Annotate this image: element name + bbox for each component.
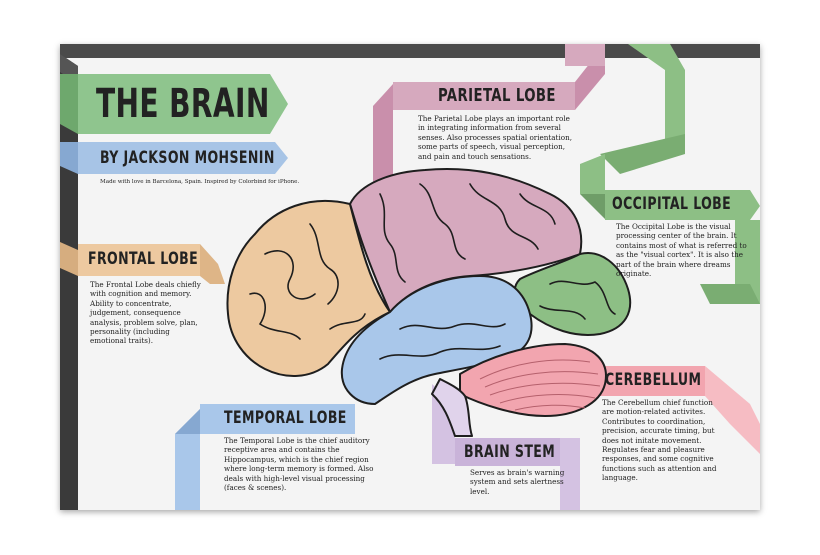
parietal-ribbon-top-fold xyxy=(565,44,605,66)
parietal-ribbon xyxy=(393,82,575,110)
occipital-lobe-heading: OCCIPITAL LOBE xyxy=(612,194,732,214)
frontal-ribbon xyxy=(78,244,200,276)
author-ribbon-fold xyxy=(60,142,78,174)
author-line: BY JACKSON MOHSENIN xyxy=(100,148,275,168)
cerebellum-description: The Cerebellum chief function are motion… xyxy=(602,398,717,483)
temporal-ribbon xyxy=(200,404,355,434)
cerebellum-striations xyxy=(479,359,601,411)
gyri-lines xyxy=(249,183,616,360)
infographic-poster: THE BRAIN BY JACKSON MOHSENIN Made with … xyxy=(60,44,760,510)
occipital-ribbon-corner xyxy=(580,194,605,219)
temporal-ribbon-vertical xyxy=(175,409,200,510)
occipital-ribbon-tail-fold xyxy=(700,284,760,304)
occipital-ribbon xyxy=(605,190,760,220)
temporal-lobe-heading: TEMPORAL LOBE xyxy=(224,408,347,428)
occipital-ribbon-down xyxy=(580,154,605,194)
temporal-ribbon-fold xyxy=(175,409,200,434)
occipital-lobe-region xyxy=(513,252,632,336)
frontal-lobe-heading: FRONTAL LOBE xyxy=(88,249,199,269)
brain-illustration xyxy=(226,168,632,437)
cerebellum-ribbon xyxy=(600,366,705,396)
parietal-lobe-description: The Parietal Lobe plays an important rol… xyxy=(418,114,572,161)
occipital-ribbon-top xyxy=(628,44,685,154)
occipital-lobe-description: The Occipital Lobe is the visual process… xyxy=(616,222,747,279)
occipital-ribbon-tail xyxy=(735,220,760,304)
brain-stem-heading: BRAIN STEM xyxy=(464,442,556,462)
poster-title: THE BRAIN xyxy=(96,81,270,127)
brain-stem-region xyxy=(431,378,473,437)
brain-stem-ribbon-tail xyxy=(560,438,580,510)
occipital-ribbon-curve xyxy=(600,134,685,174)
brain-stem-ribbon xyxy=(455,438,580,466)
cerebellum-region xyxy=(459,343,607,417)
author-ribbon xyxy=(78,142,288,174)
brain-stem-description: Serves as brain's warning system and set… xyxy=(470,468,565,496)
frontal-ribbon-fold xyxy=(60,242,78,276)
parietal-lobe-heading: PARIETAL LOBE xyxy=(438,85,556,106)
title-ribbon-fold xyxy=(60,74,78,134)
title-ribbon xyxy=(78,74,288,134)
cerebellum-ribbon-tail xyxy=(705,366,760,454)
frontal-ribbon-tail xyxy=(200,244,225,284)
cerebellum-heading: CEREBELLUM xyxy=(605,370,702,390)
frontal-lobe-description: The Frontal Lobe deals chiefly with cogn… xyxy=(90,280,201,346)
credit-line: Made with love in Barcelona, Spain. Insp… xyxy=(100,179,300,185)
temporal-lobe-description: The Temporal Lobe is the chief auditory … xyxy=(224,436,374,493)
